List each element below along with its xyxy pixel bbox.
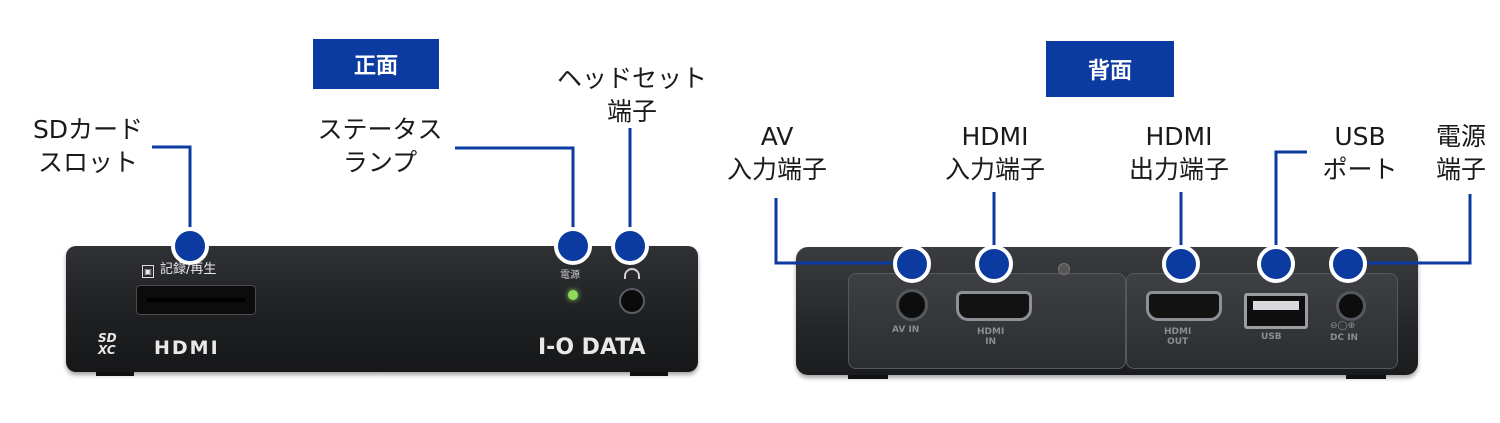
- front-title-banner: 正面: [313, 39, 439, 89]
- back-title: 背面: [1087, 59, 1132, 84]
- io-data-logo: I-O DATA: [538, 335, 646, 360]
- marker-sd-slot: [171, 227, 209, 265]
- sdxc-logo: SD XC: [98, 331, 117, 357]
- dc-in-label: DC IN: [1330, 333, 1359, 343]
- marker-av-in: [893, 245, 931, 283]
- marker-usb: [1257, 245, 1295, 283]
- hdmi-in-port: [956, 291, 1032, 321]
- leader-sd-slot: [152, 145, 192, 244]
- back-title-banner: 背面: [1046, 41, 1174, 97]
- label-sd-slot: SDカード スロット: [32, 115, 144, 177]
- status-lamp: [568, 290, 578, 300]
- front-foot-right: [630, 372, 668, 376]
- marker-power: [1329, 245, 1367, 283]
- usb-label: USB: [1261, 332, 1282, 342]
- sd-card-slot: [136, 285, 256, 315]
- marker-headset: [611, 227, 649, 265]
- leader-usb: [1274, 150, 1307, 263]
- hdmi-out-port: [1146, 291, 1222, 321]
- headset-icon: [624, 268, 640, 279]
- hdmi-out-label: HDMI OUT: [1164, 327, 1192, 347]
- label-hdmi-out: HDMI 出力端子: [1128, 122, 1229, 184]
- marker-hdmi-out: [1162, 245, 1200, 283]
- record-label-group: ▣ 記録/再生: [142, 258, 216, 278]
- leader-power: [1348, 194, 1472, 265]
- hdmi-in-label: HDMI IN: [977, 327, 1005, 347]
- label-status-lamp: ステータス ランプ: [317, 115, 443, 177]
- front-title: 正面: [353, 54, 398, 79]
- label-power: 電源 端子: [1435, 122, 1486, 184]
- marker-status-lamp: [554, 227, 592, 265]
- dc-polarity-icon: ⊖◯⊕: [1330, 321, 1356, 331]
- hdmi-logo: HDMI: [154, 337, 220, 359]
- usb-port: [1244, 293, 1308, 329]
- marker-hdmi-in: [975, 245, 1013, 283]
- back-panel: AV IN HDMI IN HDMI OUT USB ⊖◯⊕ DC IN: [796, 247, 1418, 375]
- back-foot-right: [1346, 375, 1386, 379]
- leader-av-in: [774, 198, 912, 265]
- front-foot-left: [96, 372, 134, 376]
- label-usb: USB ポート: [1322, 122, 1398, 184]
- leader-status-lamp: [455, 146, 575, 244]
- label-headset: ヘッドセット 端子: [556, 64, 707, 126]
- label-av-in: AV 入力端子: [726, 122, 827, 184]
- screw-icon: [1058, 263, 1070, 275]
- av-in-jack: [896, 289, 928, 321]
- sd-card-icon: ▣: [142, 265, 154, 278]
- record-label: 記録/再生: [160, 262, 217, 277]
- headset-jack: [619, 288, 645, 314]
- av-in-label: AV IN: [892, 325, 920, 335]
- dc-in-jack: [1336, 291, 1366, 321]
- power-label: 電源: [560, 270, 580, 281]
- front-panel: ▣ 記録/再生 電源 SD XC HDMI I-O DATA: [66, 246, 698, 372]
- back-foot-left: [848, 375, 888, 379]
- label-hdmi-in: HDMI 入力端子: [944, 122, 1045, 184]
